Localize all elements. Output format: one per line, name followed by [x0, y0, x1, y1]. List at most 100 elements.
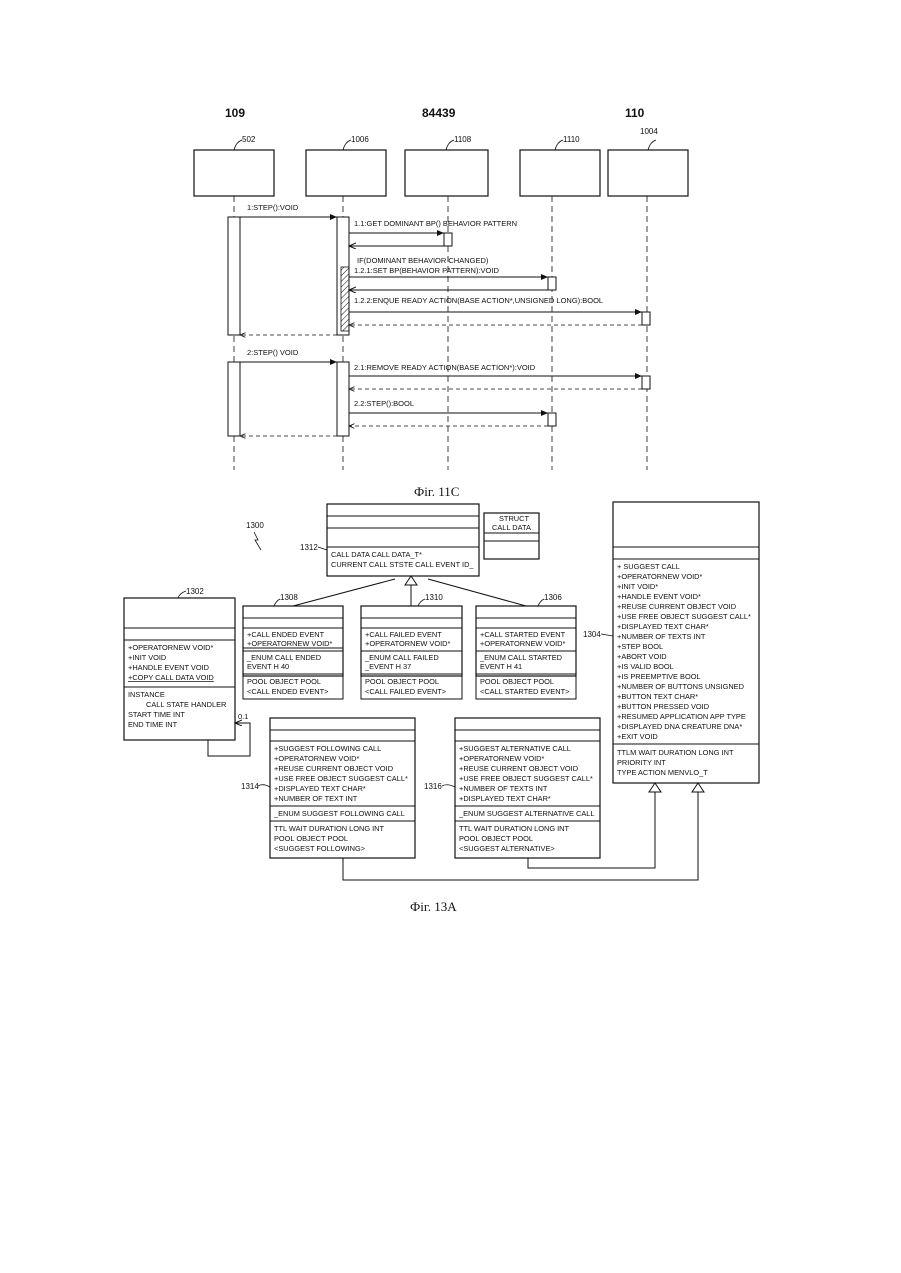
class-1314-enum: _ENUM SUGGEST FOLLOWING CALL [273, 809, 405, 818]
class-1302-attr-1: INSTANCE [128, 690, 165, 699]
class-1304-op-2: +OPERATORNEW VOID* [617, 572, 702, 581]
class-1304-op-16: +RESUMED APPLICATION APP TYPE [617, 712, 746, 721]
activation-1006-hatched [341, 267, 349, 331]
object-box-502 [194, 150, 274, 196]
class-1306-enum-1: _ENUM CALL STARTED [479, 653, 562, 662]
class-1308-op-2: +OPERATORNEW VOID* [247, 639, 332, 648]
message-1-2-1: 1.2.1:SET BP(BEHAVIOR PATTERN):VOID [354, 266, 499, 275]
figure-caption-13a: Фіг. 13А [410, 899, 457, 914]
class-1302-op-3: +HANDLE EVENT VOID [128, 663, 209, 672]
class-1304-op-1: + SUGGEST CALL [617, 562, 680, 571]
class-1310-op-2: +OPERATORNEW VOID* [365, 639, 450, 648]
activation-1110-a [548, 277, 556, 290]
class-1304-op-8: +NUMBER OF TEXTS INT [617, 632, 706, 641]
message-1-2-2: 1.2.2:ENQUE READY ACTION(BASE ACTION*,UN… [354, 296, 603, 305]
label-1004: 1004 [640, 127, 658, 136]
class-1310-enum-2: _EVENT H 37 [364, 662, 411, 671]
class-1314-op-3: +REUSE CURRENT OBJECT VOID [274, 764, 393, 773]
class-1302-attr-2: CALL STATE HANDLER [146, 700, 226, 709]
class-1314-op-4: +USE FREE OBJECT SUGGEST CALL* [274, 774, 408, 783]
activation-502-b [228, 362, 240, 436]
class-1310-op-1: +CALL FAILED EVENT [365, 630, 442, 639]
class-1314-op-5: +DISPLAYED TEXT CHAR* [274, 784, 366, 793]
class-1314-attr-3: <SUGGEST FOLLOWING> [274, 844, 365, 853]
message-2-2: 2.2:STEP():BOOL [354, 399, 414, 408]
class-1306-op-1: +CALL STARTED EVENT [480, 630, 566, 639]
label-1300: 1300 [246, 521, 264, 530]
class-1310-enum-1: _ENUM CALL FAILED [364, 653, 439, 662]
class-1302-op-2: +INIT VOID [128, 653, 166, 662]
class-1306-attr-1: POOL OBJECT POOL [480, 677, 554, 686]
class-1302-attr-4: END TIME INT [128, 720, 178, 729]
class-1302-op-1: +OPERATORNEW VOID* [128, 643, 213, 652]
class-1316-attr-2: POOL OBJECT POOL [459, 834, 533, 843]
sequence-diagram-11c: 502 1006 1108 1110 1004 1:STEP():VOID 1.… [194, 127, 688, 470]
class-1306-op-2: +OPERATORNEW VOID* [480, 639, 565, 648]
class-1304-op-12: +IS PREEMPTIVE BOOL [617, 672, 701, 681]
header-patent-number: 84439 [422, 106, 456, 120]
label-1312: 1312 [300, 543, 318, 552]
object-box-1006 [306, 150, 386, 196]
message-2: 2:STEP() VOID [247, 348, 299, 357]
multiplicity-label: 0.1 [238, 712, 248, 721]
class-1312-attr-2: CURRENT CALL STSTE CALL EVENT ID_ [331, 560, 474, 569]
class-1304-op-7: +DISPLAYED TEXT CHAR* [617, 622, 709, 631]
activation-1108 [444, 233, 452, 246]
class-1306-enum-2: EVENT H 41 [480, 662, 522, 671]
class-1314-attr-1: TTL WAIT DURATION LONG INT [274, 824, 385, 833]
class-1304-attr-3: TYPE ACTION MENVLO_T [617, 768, 708, 777]
activation-1110-b [548, 413, 556, 426]
activation-1006-b [337, 362, 349, 436]
class-1302-attr-3: START TIME INT [128, 710, 185, 719]
header-right-page-number: 110 [625, 106, 645, 120]
class-1304-op-14: +BUTTON TEXT CHAR* [617, 692, 698, 701]
class-1316-op-3: +REUSE CURRENT OBJECT VOID [459, 764, 578, 773]
class-1316-op-1: +SUGGEST ALTERNATIVE CALL [459, 744, 571, 753]
class-1316-op-2: +OPERATORNEW VOID* [459, 754, 544, 763]
message-1-1: 1.1:GET DOMINANT BP() BEHAVIOR PATTERN [354, 219, 517, 228]
class-1304-attr-2: PRIORITY INT [617, 758, 666, 767]
class-1308-enum-2: EVENT H 40 [247, 662, 289, 671]
label-1308: 1308 [280, 593, 298, 602]
header-left-page-number: 109 [225, 106, 245, 120]
class-1316-enum: _ENUM SUGGEST ALTERNATIVE CALL [458, 809, 595, 818]
class-1310-attr-2: <CALL FAILED EVENT> [365, 687, 446, 696]
class-1304-op-5: +REUSE CURRENT OBJECT VOID [617, 602, 736, 611]
label-1302: 1302 [186, 587, 204, 596]
label-1310: 1310 [425, 593, 443, 602]
class-1304-attr-1: TTLM WAIT DURATION LONG INT [617, 748, 734, 757]
activation-1004-b [642, 376, 650, 389]
class-1304-op-15: +BUTTON PRESSED VOID [617, 702, 709, 711]
condition-label: IF(DOMINANT BEHAVIOR CHANGED) [357, 256, 489, 265]
struct-name: CALL DATA [492, 523, 531, 532]
label-1006: 1006 [351, 135, 369, 144]
figure-caption-11c: Фіг. 11С [414, 484, 459, 499]
activation-1004-a [642, 312, 650, 325]
inherit-1308 [293, 579, 395, 606]
class-1314-op-6: +NUMBER OF TEXT INT [274, 794, 358, 803]
activation-502-a [228, 217, 240, 335]
class-1306-attr-2: <CALL STARTED EVENT> [480, 687, 569, 696]
message-2-1: 2.1:REMOVE READY ACTION(BASE ACTION*):VO… [354, 363, 536, 372]
class-1302-op-4: +COPY CALL DATA VOID [128, 673, 214, 682]
class-1316-attr-1: TTL WAIT DURATION LONG INT [459, 824, 570, 833]
class-1304-op-10: +ABORT VOID [617, 652, 667, 661]
class-1316-op-5: +NUMBER OF TEXTS INT [459, 784, 548, 793]
class-1304-op-6: +USE FREE OBJECT SUGGEST CALL* [617, 612, 751, 621]
class-1308-attr-2: <CALL ENDED EVENT> [247, 687, 328, 696]
class-1304-op-17: +DISPLAYED DNA CREATURE DNA* [617, 722, 742, 731]
label-1300-leader [254, 532, 261, 550]
class-1316-attr-3: <SUGGEST ALTERNATIVE> [459, 844, 555, 853]
object-box-1004 [608, 150, 688, 196]
label-502: 502 [242, 135, 256, 144]
class-1304-op-11: +IS VALID BOOL [617, 662, 674, 671]
label-1314: 1314 [241, 782, 259, 791]
object-box-1108 [405, 150, 488, 196]
class-1312-attr-1: CALL DATA CALL DATA_T* [331, 550, 422, 559]
class-1308-attr-1: POOL OBJECT POOL [247, 677, 321, 686]
label-1108: 1108 [454, 135, 472, 144]
label-1110: 1110 [563, 135, 580, 144]
label-1304: 1304 [583, 630, 601, 639]
class-1310-attr-1: POOL OBJECT POOL [365, 677, 439, 686]
